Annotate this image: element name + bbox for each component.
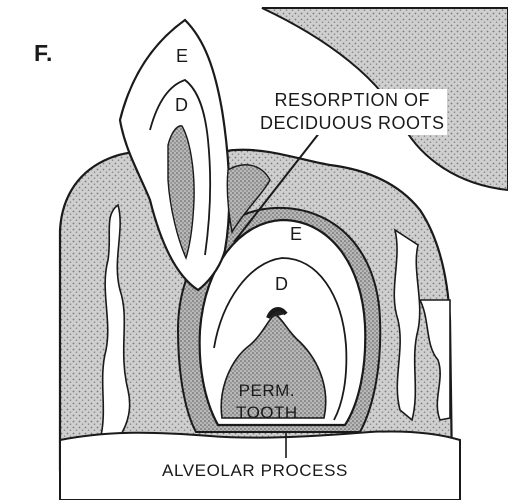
perm-tooth-label-line2: TOOTH [236, 403, 298, 422]
permanent-tooth [198, 218, 367, 427]
bone-trabeculae [99, 203, 451, 452]
deciduous-dentin-label: D [175, 95, 189, 115]
deciduous-pulp [167, 125, 195, 260]
resorption-label-line2: DECIDUOUS ROOTS [258, 112, 447, 135]
deciduous-dentin [149, 78, 212, 256]
figure-label: F. [34, 40, 53, 66]
perm-tooth-label-line1: PERM. [238, 381, 296, 400]
permanent-dentin [213, 257, 348, 421]
permanent-dentin-label: D [275, 274, 289, 294]
perm-tooth-label: PERM. TOOTH [236, 380, 298, 424]
resorption-label-line1: RESORPTION OF [258, 89, 447, 112]
deciduous-enamel-label: E [176, 46, 189, 66]
alveolar-process-label: ALVEOLAR PROCESS [160, 461, 350, 481]
resorption-zone [226, 164, 271, 234]
resorption-label: RESORPTION OF DECIDUOUS ROOTS [258, 89, 447, 135]
resorption-leader-line [233, 131, 321, 243]
deciduous-tooth [118, 18, 231, 292]
permanent-enamel-label: E [290, 224, 303, 244]
